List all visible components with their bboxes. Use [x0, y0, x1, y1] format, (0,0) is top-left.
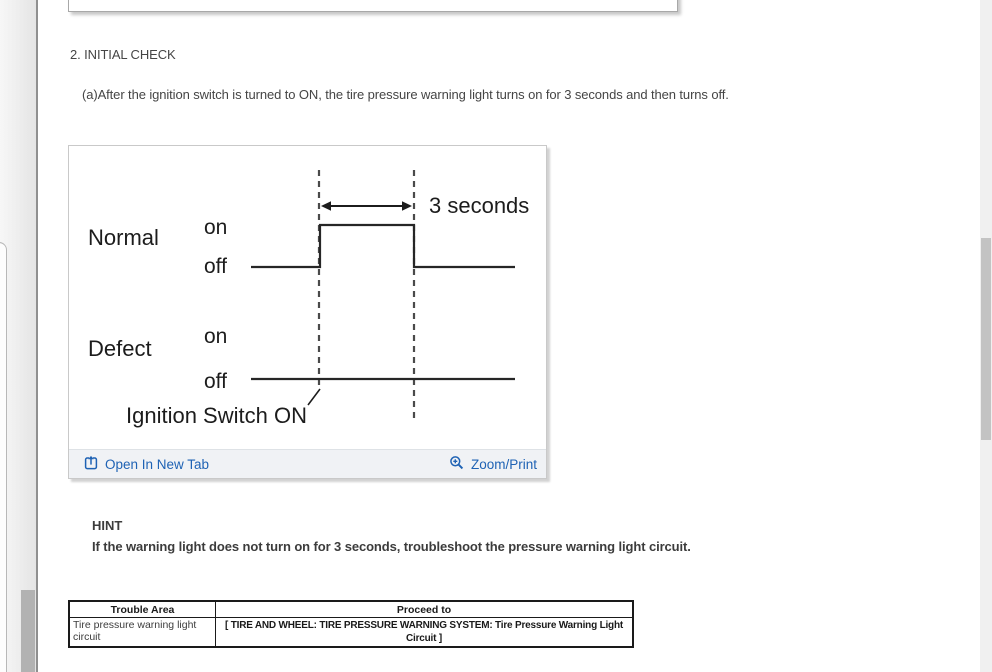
normal-on-label: on — [204, 216, 227, 239]
zoom-in-icon — [449, 455, 465, 474]
duration-label: 3 seconds — [429, 193, 529, 218]
previous-figure-box — [68, 0, 678, 12]
proceed-to-header: Proceed to — [215, 600, 634, 618]
normal-label: Normal — [88, 225, 159, 250]
table-header-row: Trouble Area Proceed to — [68, 600, 634, 618]
open-in-new-tab-link[interactable]: Open In New Tab — [83, 455, 209, 474]
defect-label: Defect — [88, 336, 152, 361]
timing-diagram: 3 seconds Normal on off Defect on off Ig… — [69, 146, 546, 448]
defect-on-label: on — [204, 325, 227, 348]
figure-footer-bar: Open In New Tab Zoom/Print — [69, 449, 546, 478]
zoom-print-link[interactable]: Zoom/Print — [449, 455, 537, 474]
collapsed-panel-edge[interactable] — [0, 242, 7, 672]
normal-waveform — [251, 223, 515, 269]
zoom-print-label: Zoom/Print — [470, 456, 537, 472]
table-row: Tire pressure warning light circuit [ TI… — [68, 617, 634, 648]
open-in-new-tab-label: Open In New Tab — [105, 456, 210, 472]
hint-text: If the warning light does not turn on fo… — [92, 539, 691, 554]
panel-divider — [36, 0, 38, 672]
hint-label: HINT — [92, 518, 123, 533]
left-scrollbar-thumb[interactable] — [21, 590, 35, 672]
defect-off-label: off — [204, 370, 227, 393]
ignition-leader-line — [307, 388, 321, 406]
normal-off-label: off — [204, 255, 227, 278]
trouble-table: Trouble Area Proceed to Tire pressure wa… — [68, 600, 634, 648]
right-scrollbar[interactable] — [980, 0, 992, 672]
open-in-browser-icon — [83, 455, 99, 474]
trouble-area-cell: Tire pressure warning light circuit — [68, 617, 216, 648]
timing-diagram-svg: 3 seconds Normal on off Defect on off Ig… — [88, 170, 529, 428]
step-paragraph: (a)After the ignition switch is turned t… — [82, 87, 729, 102]
ignition-label: Ignition Switch ON — [126, 403, 307, 428]
proceed-to-cell: [ TIRE AND WHEEL: TIRE PRESSURE WARNING … — [215, 617, 634, 648]
figure-box: 3 seconds Normal on off Defect on off Ig… — [68, 145, 547, 479]
duration-arrow — [321, 201, 412, 211]
trouble-area-header: Trouble Area — [68, 600, 216, 618]
right-scrollbar-thumb[interactable] — [981, 238, 991, 440]
section-heading: 2. INITIAL CHECK — [70, 47, 176, 62]
